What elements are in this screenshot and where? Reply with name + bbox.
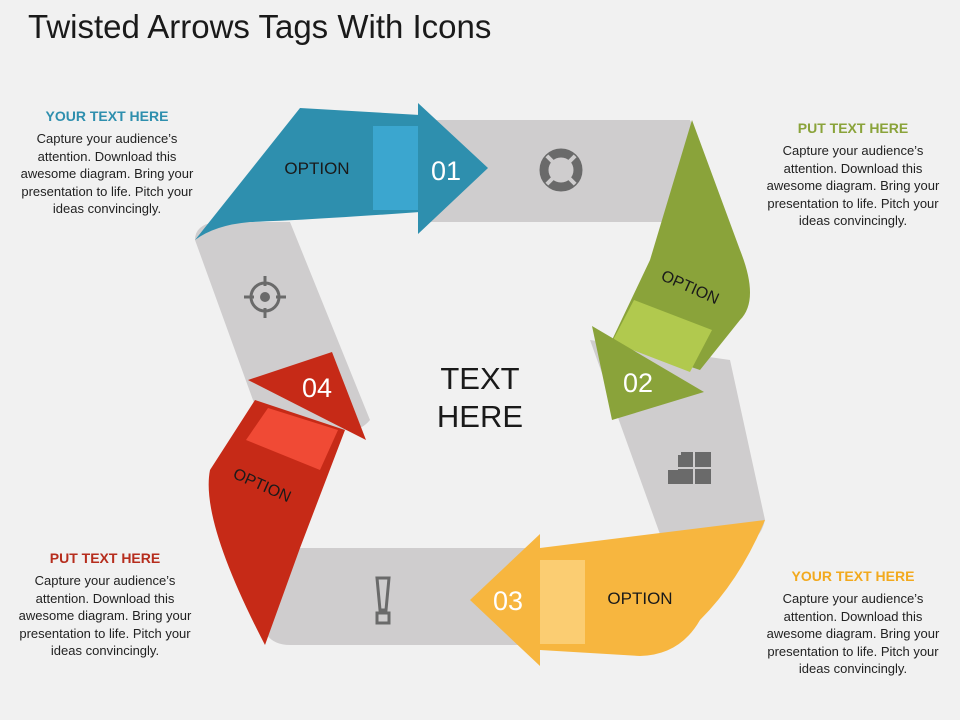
text-block-heading: PUT TEXT HERE [49, 550, 161, 566]
text-block-top-right: PUT TEXT HERE Capture your audience’s at… [758, 120, 948, 230]
text-block-heading: YOUR TEXT HERE [791, 568, 915, 584]
center-text-line-1: TEXT [440, 361, 520, 396]
text-block-body: Capture your audience’s attention. Downl… [766, 591, 940, 676]
arrow-03-band [540, 560, 585, 644]
text-block-bottom-right: YOUR TEXT HERE Capture your audience’s a… [758, 568, 948, 678]
arrow-02-head [592, 326, 704, 420]
arrow-04-band [246, 408, 338, 470]
ribbon-bottom [262, 548, 540, 645]
step-number-03: 03 [493, 586, 523, 616]
step-number-01: 01 [431, 156, 461, 186]
text-block-body: Capture your audience’s attention. Downl… [766, 143, 940, 228]
arrow-02-band [612, 300, 712, 372]
step-number-04: 04 [302, 373, 332, 403]
arrow-03-tail [540, 520, 765, 656]
lifebuoy-icon [539, 148, 583, 192]
arrow-01-band [373, 126, 418, 210]
text-block-heading: YOUR TEXT HERE [45, 108, 169, 124]
crosshair-icon [244, 276, 286, 318]
step-number-02: 02 [623, 368, 653, 398]
blocks-icon [668, 452, 711, 484]
text-block-body: Capture your audience’s attention. Downl… [18, 573, 192, 658]
arrow-03-head [470, 534, 540, 666]
center-text: TEXT HERE [400, 360, 560, 436]
arrow-01-tail [195, 108, 420, 240]
text-block-body: Capture your audience’s attention. Downl… [20, 131, 194, 216]
text-block-top-left: YOUR TEXT HERE Capture your audience’s a… [12, 108, 202, 218]
text-block-bottom-left: PUT TEXT HERE Capture your audience’s at… [10, 550, 200, 660]
arrow-01-head [418, 103, 488, 234]
arrow-04-head [248, 352, 366, 440]
center-text-line-2: HERE [436, 399, 524, 434]
exclamation-icon [375, 576, 391, 625]
option-label-03: OPTION [607, 589, 672, 608]
option-label-01: OPTION [284, 159, 349, 178]
text-block-heading: PUT TEXT HERE [797, 120, 909, 136]
page-title: Twisted Arrows Tags With Icons [28, 8, 492, 45]
